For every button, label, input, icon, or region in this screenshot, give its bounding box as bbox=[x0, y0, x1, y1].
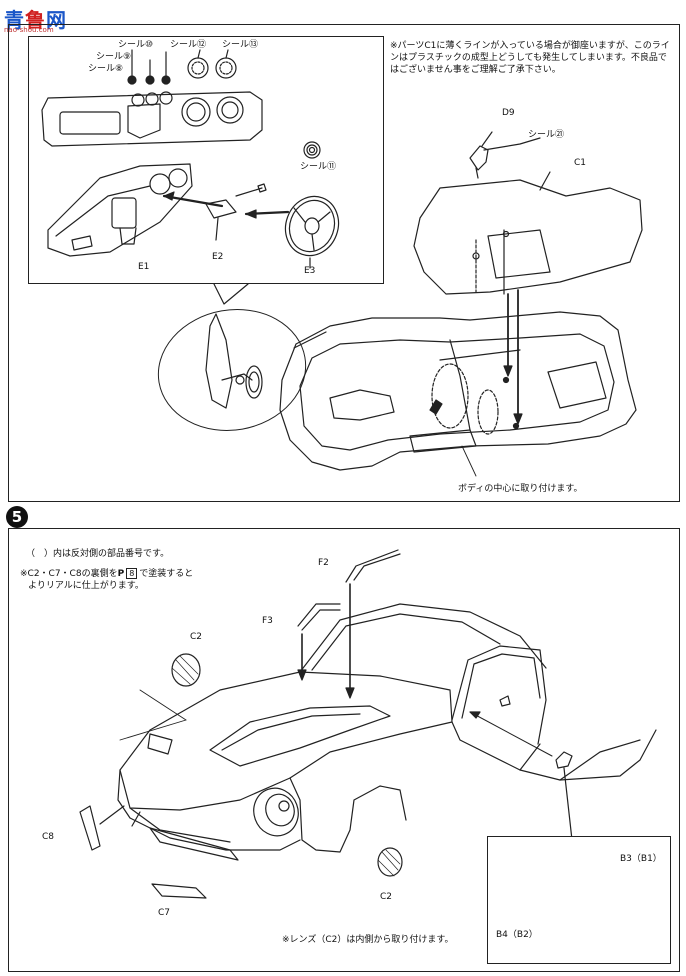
assembly-step-4-panel bbox=[8, 24, 680, 502]
column-e2-art bbox=[205, 183, 290, 241]
lens-c2-bottom-art bbox=[377, 847, 403, 877]
label-seal-11: シール⑪ bbox=[300, 162, 337, 172]
label-e2: E2 bbox=[212, 252, 224, 262]
label-c1: C1 bbox=[574, 158, 587, 168]
note-paint-text-b: で塗装すると bbox=[139, 569, 194, 579]
label-seal-8: シール⑧ bbox=[88, 64, 124, 74]
assembly-step-5-panel bbox=[8, 528, 680, 972]
steering-mini-art bbox=[205, 313, 263, 409]
c1-inner-panel-art bbox=[413, 131, 643, 425]
dashboard-panel-art bbox=[41, 49, 263, 147]
mirror-detail-inset bbox=[487, 836, 671, 964]
label-c8: C8 bbox=[42, 832, 55, 842]
label-seal-12: シール⑫ bbox=[170, 40, 207, 50]
label-c2-top: C2 bbox=[190, 632, 203, 642]
body-tub-art bbox=[279, 311, 637, 477]
dashboard-detail-inset bbox=[28, 36, 384, 284]
label-e3: E3 bbox=[304, 266, 316, 276]
logo-url: nao-shou.com bbox=[4, 26, 54, 34]
car-front-art bbox=[117, 603, 657, 861]
paint-code-icon: P bbox=[117, 569, 125, 579]
label-c7: C7 bbox=[158, 908, 171, 918]
label-e1: E1 bbox=[138, 262, 150, 272]
watermark-logo: 青鲁网 nao-shou.com bbox=[4, 4, 74, 34]
wiper-f3-art bbox=[297, 603, 341, 681]
note-opposite-side: （ ）内は反対側の部品番号です。 bbox=[26, 549, 170, 559]
label-f2: F2 bbox=[318, 558, 329, 568]
step-number-badge: 5 bbox=[6, 506, 28, 528]
note-c1-line: ※パーツC1に薄くラインが入っている場合が御座いますが、このラインはプラスチック… bbox=[390, 41, 670, 75]
label-seal-21: シール㉑ bbox=[528, 130, 565, 140]
note-paint-text-a: ※C2・C7・C8の裏側を bbox=[20, 569, 118, 579]
label-f3: F3 bbox=[262, 616, 273, 626]
note-paint-realistic: よりリアルに仕上がります。 bbox=[28, 581, 144, 591]
lamp-c8-art bbox=[79, 805, 125, 851]
logo-char-2: 鲁 bbox=[25, 8, 46, 32]
steering-wheel-e3-art bbox=[284, 141, 340, 269]
lens-c2-top-art bbox=[119, 653, 201, 741]
label-seal-10: シール⑩ bbox=[118, 40, 154, 50]
logo-char-1: 青 bbox=[4, 8, 25, 32]
label-b4: B4（B2） bbox=[496, 930, 538, 940]
note-lens-inside: ※レンズ（C2）は内側から取り付けます。 bbox=[282, 935, 454, 945]
note-body-center: ボディの中心に取り付けます。 bbox=[458, 484, 583, 494]
label-seal-13: シール⑬ bbox=[222, 40, 259, 50]
label-seal-9: シール⑨ bbox=[96, 52, 132, 62]
label-c2-bottom: C2 bbox=[380, 892, 393, 902]
logo-char-3: 网 bbox=[46, 8, 67, 32]
wiper-f2-art bbox=[345, 549, 401, 699]
dashboard-e1-art bbox=[47, 163, 224, 257]
label-b3: B3（B1） bbox=[620, 854, 662, 864]
lamp-c7-art bbox=[151, 883, 207, 899]
label-d9: D9 bbox=[502, 108, 515, 118]
paint-code-box: 8 bbox=[126, 568, 138, 579]
